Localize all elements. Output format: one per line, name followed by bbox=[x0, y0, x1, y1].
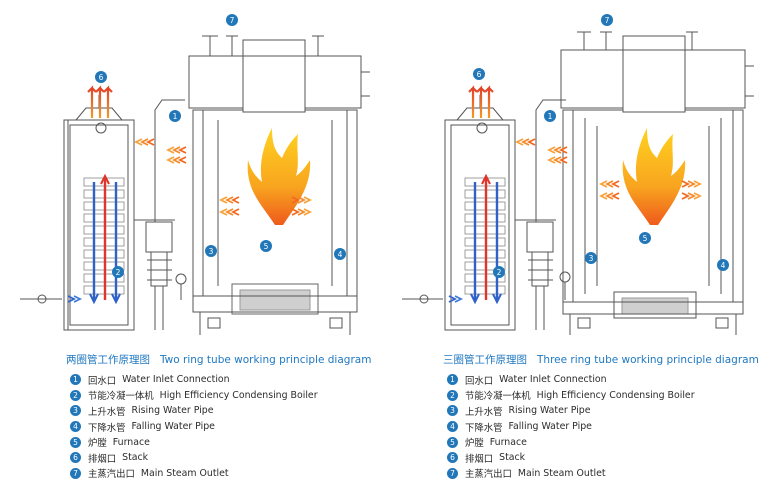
caption-two-ring: 两圈管工作原理图 Two ring tube working principle … bbox=[66, 352, 371, 367]
svg-text:3: 3 bbox=[589, 254, 594, 263]
marker-4: 4 bbox=[717, 259, 729, 271]
svg-text:7: 7 bbox=[605, 16, 610, 25]
marker-5: 5 bbox=[639, 232, 651, 244]
marker-3: 3 bbox=[585, 252, 597, 264]
caption-en: Two ring tube working principle diagram bbox=[160, 354, 372, 366]
marker-6: 6 bbox=[95, 71, 107, 83]
stack-plume bbox=[87, 85, 113, 118]
caption-en: Three ring tube working principle diagra… bbox=[537, 354, 759, 366]
pump bbox=[145, 221, 173, 253]
svg-text:1: 1 bbox=[548, 112, 553, 121]
caption-three-ring: 三圈管工作原理图 Three ring tube working principl… bbox=[443, 352, 759, 367]
svg-text:4: 4 bbox=[338, 250, 343, 259]
marker-1: 1 bbox=[169, 110, 181, 122]
svg-text:5: 5 bbox=[264, 242, 269, 251]
svg-text:1: 1 bbox=[173, 112, 178, 121]
diagram-markers: 7 6 1 2 3 4 5 7 6 1 2 3 4 5 bbox=[95, 14, 729, 278]
marker-1: 1 bbox=[544, 110, 556, 122]
caption-cn: 三圈管工作原理图 bbox=[443, 354, 527, 366]
svg-text:2: 2 bbox=[116, 268, 121, 277]
marker-3: 3 bbox=[205, 245, 217, 257]
marker-7: 7 bbox=[226, 14, 238, 26]
flame-icon bbox=[622, 128, 686, 225]
svg-text:7: 7 bbox=[230, 16, 235, 25]
caption-cn: 两圈管工作原理图 bbox=[66, 354, 150, 366]
svg-text:2: 2 bbox=[497, 268, 502, 277]
marker-7: 7 bbox=[601, 14, 613, 26]
svg-text:6: 6 bbox=[477, 70, 482, 79]
marker-2: 2 bbox=[112, 266, 124, 278]
svg-text:4: 4 bbox=[721, 261, 726, 270]
svg-text:6: 6 bbox=[99, 73, 104, 82]
three-ring-diagram bbox=[402, 31, 754, 335]
marker-5: 5 bbox=[260, 240, 272, 252]
two-ring-diagram bbox=[20, 35, 370, 335]
condensing-unit-body bbox=[63, 119, 135, 331]
marker-2: 2 bbox=[493, 266, 505, 278]
boiler-diagrams: 7 6 1 2 3 4 5 7 6 1 2 3 4 5 bbox=[20, 14, 754, 335]
marker-4: 4 bbox=[334, 248, 346, 260]
marker-6: 6 bbox=[473, 68, 485, 80]
svg-text:5: 5 bbox=[643, 234, 648, 243]
svg-text:3: 3 bbox=[209, 247, 214, 256]
